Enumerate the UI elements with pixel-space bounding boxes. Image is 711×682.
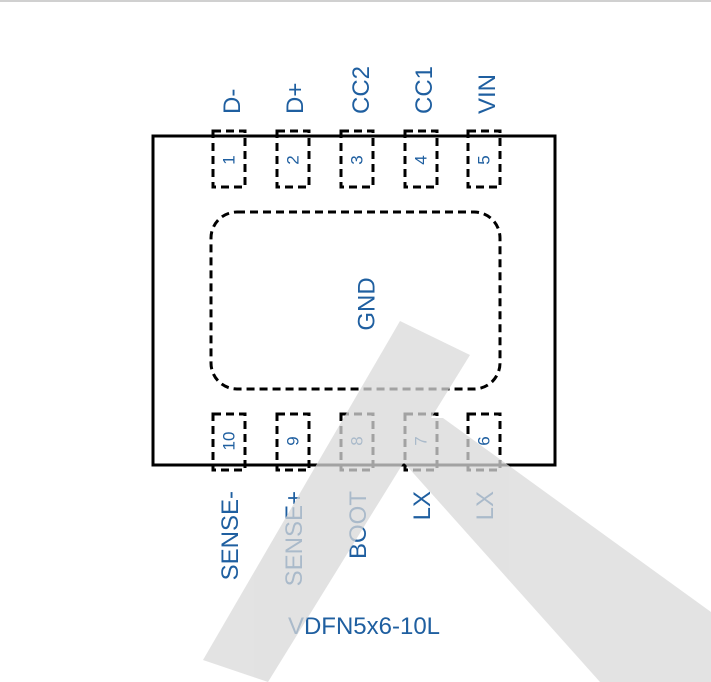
pin-5-pad — [466, 129, 502, 189]
pin-2-name: D+ — [282, 83, 309, 114]
pin-9-pad — [275, 412, 311, 472]
watermark-shape — [203, 321, 711, 682]
pin-1-number: 1 — [219, 155, 238, 164]
pin-5-number: 5 — [474, 155, 493, 164]
exposed-pad-label: GND — [353, 277, 380, 330]
pin-10: 10 SENSE- — [211, 412, 247, 580]
pin-3-pad — [339, 129, 375, 189]
pin-4: 4 CC1 — [403, 66, 439, 189]
pin-2-pad — [275, 129, 311, 189]
pin-3-number: 3 — [347, 155, 366, 164]
pin-2-number: 2 — [283, 155, 302, 164]
pin-10-pad — [211, 412, 247, 472]
pin-10-number: 10 — [219, 432, 238, 451]
watermark-stroke-right — [364, 418, 711, 682]
pin-3-name: CC2 — [348, 66, 375, 114]
exposed-pad — [209, 210, 502, 391]
pin-3: 3 CC2 — [339, 66, 375, 189]
pin-4-pad — [403, 129, 439, 189]
pin-4-name: CC1 — [411, 66, 438, 114]
pin-6-number: 6 — [474, 436, 493, 445]
pin-2: 2 D+ — [275, 83, 311, 189]
top-pin-row: 1 D- 2 D+ 3 CC2 4 CC1 5 VIN — [211, 66, 502, 189]
package-name: VDFN5x6-10L — [288, 613, 440, 640]
pin-7-name: LX — [409, 491, 436, 520]
pin-9-number: 9 — [283, 436, 302, 445]
pin-5: 5 VIN — [466, 74, 502, 189]
pin-1-pad — [211, 129, 247, 189]
watermark-stroke-left — [203, 321, 470, 682]
pin-1: 1 D- — [211, 89, 247, 189]
pin-10-name: SENSE- — [217, 491, 244, 580]
pin-1-name: D- — [219, 89, 246, 114]
pin-5-name: VIN — [474, 74, 501, 114]
pin-4-number: 4 — [411, 155, 430, 164]
